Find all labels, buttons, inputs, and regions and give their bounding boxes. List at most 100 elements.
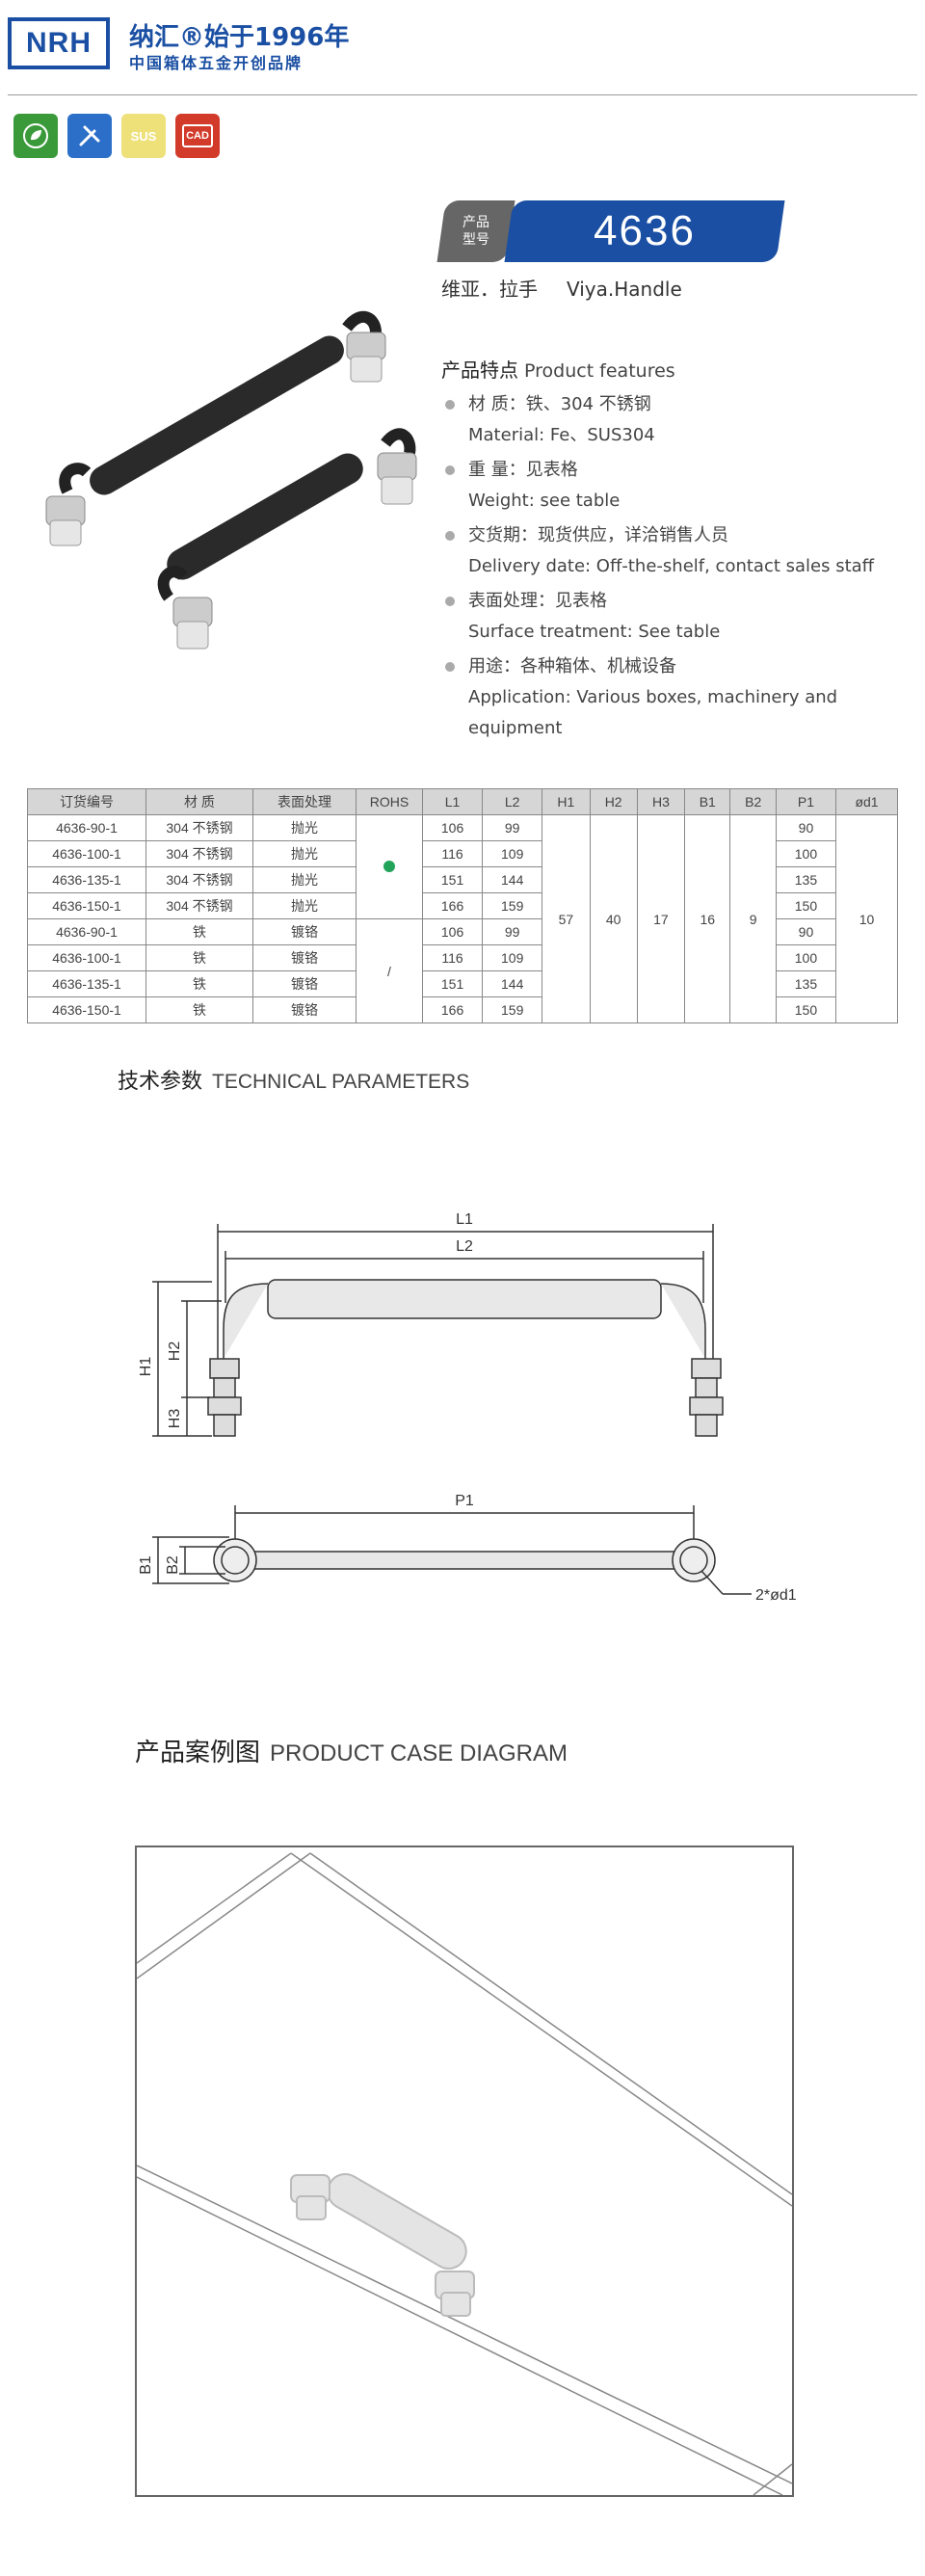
cell-surface: 抛光 xyxy=(252,814,357,841)
col-l1: L1 xyxy=(421,788,484,815)
product-name-en: Viya.Handle xyxy=(567,278,682,301)
dim-l2-label: L2 xyxy=(456,1238,473,1255)
feature-en: Delivery date: Off-the-shelf, contact sa… xyxy=(468,556,875,576)
cell-surface: 抛光 xyxy=(252,892,357,919)
col-b2: B2 xyxy=(729,788,777,815)
header-divider xyxy=(8,94,917,95)
eco-badge xyxy=(13,114,58,158)
wrench-icon xyxy=(79,125,100,146)
cell-surface: 镀铬 xyxy=(252,970,357,997)
features-heading-en: Product features xyxy=(524,360,675,382)
handle-large xyxy=(45,310,386,546)
cell-material: 304 不锈钢 xyxy=(145,866,253,893)
table-header-row: 订货编号 材 质 表面处理 ROHS L1 L2 H1 H2 H3 B1 B2 … xyxy=(27,788,898,815)
leaf-icon xyxy=(23,123,48,148)
brand-slogan: 纳汇®始于1996年 xyxy=(129,23,350,52)
dim-d1-label: 2*ød1 xyxy=(755,1587,797,1604)
cell-material: 铁 xyxy=(145,996,253,1023)
table-row: 4636-100-1 304 不锈钢 抛光 116 109 100 xyxy=(27,840,898,867)
cell-l2: 109 xyxy=(482,944,543,971)
technical-drawing: L1 L2 H1 H2 H3 P1 B1 B2 2*ød1 xyxy=(138,1211,797,1604)
dim-l1-label: L1 xyxy=(456,1211,473,1228)
cell-p1: 100 xyxy=(775,840,837,867)
cell-d1: 10 xyxy=(835,814,898,1023)
feature-item: 重 量：见表格 Weight: see table xyxy=(445,455,620,517)
case-heading-cn: 产品案例图 xyxy=(135,1739,261,1767)
cell-code: 4636-100-1 xyxy=(27,944,146,971)
model-label-line1: 产品 xyxy=(462,215,489,230)
cell-p1: 100 xyxy=(775,944,837,971)
feature-item: 用途：各种箱体、机械设备 Application: Various boxes,… xyxy=(445,651,925,744)
cell-h1: 57 xyxy=(542,814,591,1023)
cell-material: 铁 xyxy=(145,918,253,945)
feature-en: Surface treatment: See table xyxy=(468,622,721,642)
cell-code: 4636-150-1 xyxy=(27,892,146,919)
cell-surface: 镀铬 xyxy=(252,918,357,945)
col-h3: H3 xyxy=(636,788,686,815)
cell-l1: 116 xyxy=(421,944,484,971)
cell-l1: 166 xyxy=(421,892,484,919)
cell-material: 304 不锈钢 xyxy=(145,892,253,919)
feature-en: Weight: see table xyxy=(468,491,621,511)
front-view xyxy=(152,1224,724,1437)
feature-item: 交货期：现货供应，详洽销售人员 Delivery date: Off-the-s… xyxy=(445,520,874,582)
table-row: 4636-135-1 304 不锈钢 抛光 151 144 135 xyxy=(27,866,898,893)
dim-b1-label: B1 xyxy=(138,1555,154,1575)
cad-badge: CAD xyxy=(175,114,220,158)
cell-p1: 150 xyxy=(775,996,837,1023)
cell-b1: 16 xyxy=(684,814,731,1023)
feature-cn: 交货期：现货供应，详洽销售人员 xyxy=(468,525,728,545)
sus-badge: SUS xyxy=(121,114,166,158)
col-p1: P1 xyxy=(775,788,837,815)
cell-code: 4636-135-1 xyxy=(27,866,146,893)
cell-material: 304 不锈钢 xyxy=(145,840,253,867)
table-row: 4636-150-1 304 不锈钢 抛光 166 159 150 xyxy=(27,892,898,919)
cell-l2: 159 xyxy=(482,996,543,1023)
col-h1: H1 xyxy=(542,788,591,815)
dim-p1-label: P1 xyxy=(455,1493,474,1509)
table-row: 4636-135-1 铁 镀铬 151 144 135 xyxy=(27,970,898,997)
product-photo xyxy=(45,310,417,650)
cad-label: CAD xyxy=(182,124,213,147)
cell-p1: 90 xyxy=(775,918,837,945)
col-material: 材 质 xyxy=(145,788,253,815)
cell-h3: 17 xyxy=(636,814,686,1023)
col-surface: 表面处理 xyxy=(252,788,357,815)
bullet-icon xyxy=(445,400,455,410)
cell-l1: 106 xyxy=(421,918,484,945)
feature-item: 表面处理：见表格 Surface treatment: See table xyxy=(445,586,720,648)
dim-b2-label: B2 xyxy=(165,1555,181,1575)
case-handle xyxy=(290,2173,475,2317)
feature-item: 材 质：铁、304 不锈钢 Material: Fe、SUS304 xyxy=(445,389,655,451)
cell-l2: 99 xyxy=(482,918,543,945)
bullet-icon xyxy=(445,465,455,475)
feature-en: Material: Fe、SUS304 xyxy=(468,425,655,445)
feature-cn: 重 量：见表格 xyxy=(468,460,578,480)
spec-table: 订货编号 材 质 表面处理 ROHS L1 L2 H1 H2 H3 B1 B2 … xyxy=(27,788,898,1023)
cell-rohs-steel xyxy=(356,814,423,919)
col-d1: ød1 xyxy=(835,788,898,815)
logo-text: NRH xyxy=(26,27,92,59)
bullet-icon xyxy=(445,531,455,541)
cell-h2: 40 xyxy=(589,814,638,1023)
feature-cn: 表面处理：见表格 xyxy=(468,591,607,611)
cell-surface: 镀铬 xyxy=(252,996,357,1023)
cell-code: 4636-100-1 xyxy=(27,840,146,867)
cell-material: 铁 xyxy=(145,944,253,971)
cell-l2: 144 xyxy=(482,866,543,893)
model-label-line2: 型号 xyxy=(462,232,489,248)
dim-h2-label: H2 xyxy=(167,1341,183,1362)
brand-tagline: 中国箱体五金开创品牌 xyxy=(129,54,304,72)
cell-l2: 99 xyxy=(482,814,543,841)
col-h2: H2 xyxy=(589,788,638,815)
cell-code: 4636-150-1 xyxy=(27,996,146,1023)
table-row: 4636-90-1 304 不锈钢 抛光 106 99 57 40 17 16 … xyxy=(27,814,898,1023)
cell-b2: 9 xyxy=(729,814,777,1023)
cell-l2: 109 xyxy=(482,840,543,867)
cell-surface: 镀铬 xyxy=(252,944,357,971)
cell-surface: 抛光 xyxy=(252,840,357,867)
